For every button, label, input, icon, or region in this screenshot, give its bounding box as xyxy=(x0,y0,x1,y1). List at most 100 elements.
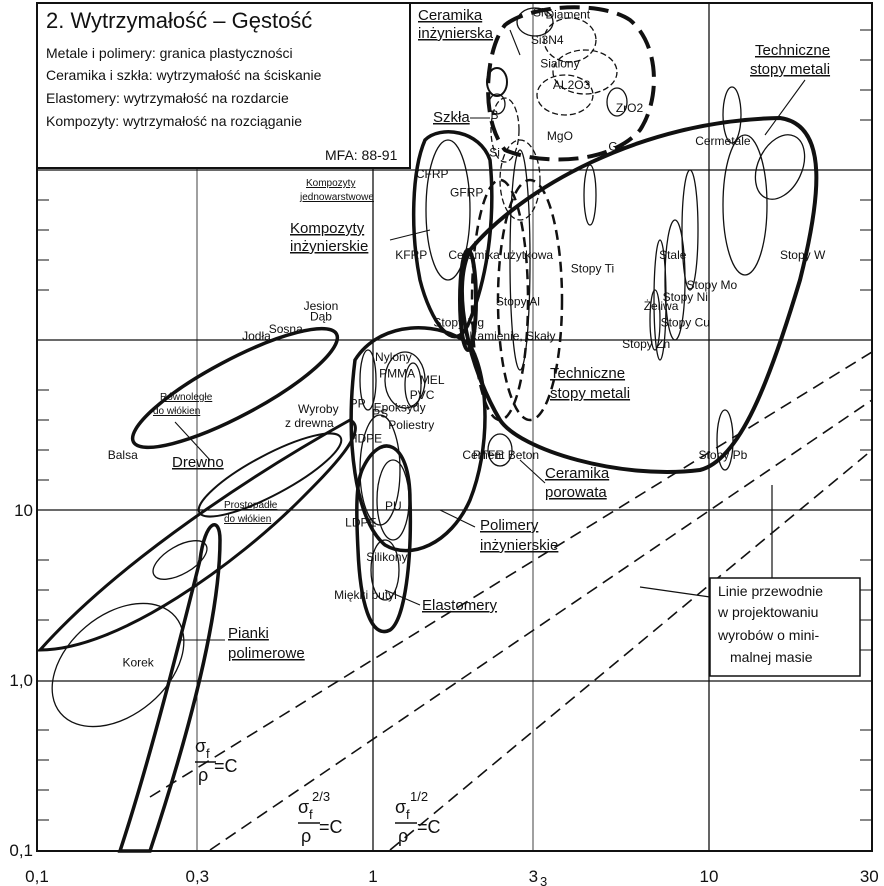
material-label: Stopy Ni xyxy=(663,290,708,304)
x-axis-superscript: 3 xyxy=(540,874,547,886)
x-tick-label: 0,3 xyxy=(185,867,209,886)
glass-envelope xyxy=(490,97,541,221)
family-tech-mid-2: stopy metali xyxy=(550,385,630,402)
material-label: Ge xyxy=(608,140,624,154)
material-label: MEL xyxy=(420,373,445,387)
eq1-c: =C xyxy=(214,756,238,776)
annot-wyroby-2: z drewna xyxy=(285,416,334,430)
materials-layer: SiCDiamentSi3N4SialonyAL2O3ZrO2MgOGeBSiC… xyxy=(108,5,826,669)
material-label: Miękki butyl xyxy=(334,588,397,602)
material-label: Jodła xyxy=(242,329,271,343)
material-label: HDPE xyxy=(349,431,382,445)
x-tick-label: 1 xyxy=(368,867,377,886)
material-label: Poliestry xyxy=(388,418,434,432)
eq3-c: =C xyxy=(417,817,441,837)
family-polim-2: inżynierskie xyxy=(480,537,558,554)
material-label: LDPE xyxy=(345,515,376,529)
family-ceram-inz-1: Ceramika xyxy=(418,7,483,24)
material-label: Stale xyxy=(659,248,687,262)
annot-rown-1: Równoległe xyxy=(160,392,213,403)
material-label: Kamienie, Skały xyxy=(469,329,555,343)
wood-envelope xyxy=(36,326,357,652)
family-ceram-inz-2: inżynierska xyxy=(418,25,494,42)
material-label: Stopy Al xyxy=(496,294,540,308)
material-label: PP xyxy=(350,397,366,411)
eq1-f: f xyxy=(206,746,210,761)
material-label: Stopy Mo xyxy=(687,278,738,292)
guide-line-slope-1 xyxy=(149,351,873,798)
guide-text-2: w projektowaniu xyxy=(717,604,818,620)
annot-prost-2: do włókien xyxy=(224,514,271,525)
material-label: Sosna xyxy=(269,322,303,336)
eq2-c: =C xyxy=(319,817,343,837)
family-polim-1: Polimery xyxy=(480,517,539,534)
y-tick-label: 0,1 xyxy=(9,841,33,860)
family-tech-mid-1: Techniczne xyxy=(550,365,625,382)
annot-rown-2: do włókien xyxy=(153,406,200,417)
family-tech-top-1: Techniczne xyxy=(755,42,830,59)
material-label: Cement Beton xyxy=(462,448,539,462)
mfa-source: MFA: 88-91 xyxy=(325,147,398,163)
x-tick-label: 0,1 xyxy=(25,867,49,886)
material-label: ZrO2 xyxy=(616,101,644,115)
ceramics-envelope xyxy=(486,5,656,162)
guide-text-3: wyrobów o mini- xyxy=(717,627,819,643)
material-label: Cermetale xyxy=(695,134,751,148)
eq2-rho: ρ xyxy=(301,826,311,846)
annot-prost-1: Prostopadłe xyxy=(224,500,278,511)
material-label: Diament xyxy=(545,7,590,21)
guide-line-slope-1.5 xyxy=(209,399,873,851)
material-label: Ceramika użytkowa xyxy=(448,248,553,262)
elastomers-envelope xyxy=(355,444,413,634)
material-label: MgO xyxy=(547,129,573,143)
material-label: PMMA xyxy=(379,367,415,381)
material-label: Si xyxy=(489,146,500,160)
material-label: Stopy Zn xyxy=(622,337,670,351)
porous-ceramics-region xyxy=(470,178,564,422)
guide-lines xyxy=(149,351,873,851)
y-axis-ticks: 0,11,010 xyxy=(9,501,33,860)
family-komp-jedn-1: Kompozyty xyxy=(306,178,355,189)
family-komp-inz-1: Kompozyty xyxy=(290,220,365,237)
family-pianki-2: polimerowe xyxy=(228,645,305,662)
family-komp-inz-2: inżynierskie xyxy=(290,238,368,255)
family-pianki-1: Pianki xyxy=(228,625,269,642)
eq2-exp: 2/3 xyxy=(312,789,330,804)
material-label: KFRP xyxy=(395,248,427,262)
leader-lines xyxy=(174,29,806,641)
material-label: Stopy W xyxy=(780,248,826,262)
eq2-f: f xyxy=(309,807,313,822)
metals-envelope xyxy=(459,86,819,474)
guide-line-slope-2 xyxy=(389,449,873,851)
foams-envelope xyxy=(51,522,222,853)
eq1-sigma: σ xyxy=(195,736,206,756)
subtitle-3: Elastomery: wytrzymałość na rozdarcie xyxy=(46,90,289,106)
eq2-sigma: σ xyxy=(298,797,309,817)
family-tech-top-2: stopy metali xyxy=(750,61,830,78)
title-block: 2. Wytrzymałość – Gęstość Metale i polim… xyxy=(36,2,411,169)
material-label: PTFE xyxy=(473,448,504,462)
guide-text-4: malnej masie xyxy=(730,649,813,665)
material-label: PS xyxy=(372,407,388,421)
subtitle-2: Ceramika i szkła: wytrzymałość na ściska… xyxy=(46,67,322,83)
family-ceram-por-1: Ceramika xyxy=(545,465,610,482)
material-label: Si3N4 xyxy=(531,33,564,47)
family-drewno: Drewno xyxy=(172,454,224,471)
family-elastomery: Elastomery xyxy=(422,597,498,614)
eq1-rho: ρ xyxy=(198,765,208,785)
material-label: Nylony xyxy=(375,350,412,364)
material-label: Jesion xyxy=(304,299,339,313)
material-label: SiC xyxy=(533,5,553,19)
minor-ticks xyxy=(37,29,872,821)
annot-wyroby-1: Wyroby xyxy=(298,402,339,416)
material-label: Stopy Cu xyxy=(661,316,710,330)
eq3-exp: 1/2 xyxy=(410,789,428,804)
y-tick-label: 1,0 xyxy=(9,671,33,690)
material-label: Balsa xyxy=(108,448,138,462)
eq3-sigma: σ xyxy=(395,797,406,817)
material-label: Stopy Mg xyxy=(433,316,484,330)
eq3-f: f xyxy=(406,807,410,822)
guide-text-1: Linie przewodnie xyxy=(718,583,823,599)
material-label: Stopy Ti xyxy=(571,261,614,275)
